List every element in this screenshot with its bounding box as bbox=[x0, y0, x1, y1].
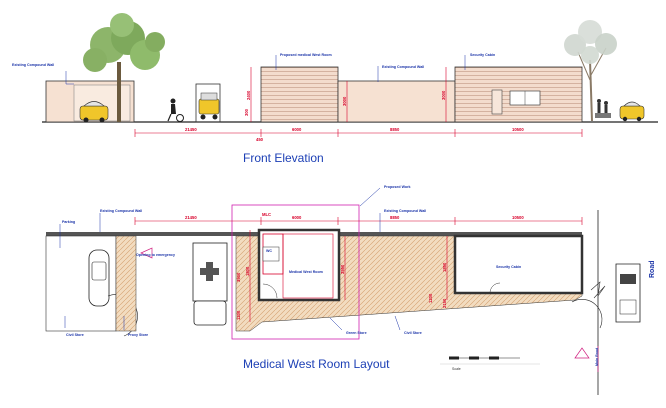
plan-label-civil-store: Civil Store bbox=[66, 333, 84, 337]
paving-left-strip bbox=[115, 235, 137, 332]
person-wheelchair bbox=[167, 98, 184, 122]
elev-dim-450: 450 bbox=[256, 137, 264, 142]
elev-label-existing-wall-left: Existing Compound Wall bbox=[12, 63, 54, 67]
plan-dim-v6: 1850 bbox=[442, 262, 447, 272]
mid-compound-wall bbox=[337, 80, 456, 123]
security-cabin-door bbox=[491, 89, 503, 115]
tree-left bbox=[83, 13, 165, 122]
front-elevation: 21450 6000 8850 10500 450 2400 3000 3000… bbox=[12, 13, 658, 165]
elevation-leaders bbox=[65, 55, 466, 85]
plan-label-road: Road bbox=[649, 261, 656, 279]
parked-car bbox=[88, 249, 110, 307]
plan-dim-v3: 1200 bbox=[236, 310, 241, 320]
medical-room-interior bbox=[282, 233, 334, 299]
plan-dim-6000: 6000 bbox=[292, 215, 302, 220]
plan-dim-v7: 1200 bbox=[428, 293, 433, 303]
plan-label-parking: Parking bbox=[62, 220, 75, 224]
wc-room bbox=[262, 246, 280, 262]
ambulance bbox=[192, 242, 228, 326]
scale-bar-label: Scale bbox=[452, 367, 461, 371]
elev-dim-h3: 3000 bbox=[441, 90, 446, 100]
security-cabin-plan bbox=[453, 234, 584, 295]
plan-label-existing-wall: Existing Compound Wall bbox=[100, 209, 142, 213]
plan-label-civil-store-2: Civil Store bbox=[404, 331, 422, 335]
plan-dim-10500: 10500 bbox=[512, 215, 524, 220]
plan-label-wc: WC bbox=[266, 249, 272, 253]
elev-label-existing-wall-mid: Existing Compound Wall bbox=[382, 65, 424, 69]
plan-dim-v4: 3550 bbox=[340, 264, 345, 274]
security-cabin-door-swing bbox=[489, 282, 501, 294]
plan-label-security-cabin: Security Cabin bbox=[496, 265, 521, 269]
main-gate-arrow bbox=[574, 347, 590, 359]
plan-dim-21450: 21450 bbox=[185, 215, 197, 220]
guard-arc bbox=[571, 299, 603, 329]
plan-layout: 21450 6000 8850 10500 3500 1800 1200 355… bbox=[45, 185, 656, 395]
plan-label-proxy-store: Proxy Store bbox=[128, 333, 148, 337]
plan-dim-v5: 2150 bbox=[442, 298, 447, 308]
proposed-medical-room-elevation bbox=[260, 66, 339, 123]
plan-leaders bbox=[59, 187, 401, 331]
plan-label-opening: Opening to emergency bbox=[136, 253, 175, 257]
plan-layout-title: Medical West Room Layout bbox=[243, 357, 390, 371]
plan-dim-v2: 1800 bbox=[245, 266, 250, 276]
car-right bbox=[619, 101, 645, 122]
elev-dim-h4: 300 bbox=[244, 108, 249, 116]
elev-dim-10500: 10500 bbox=[512, 127, 524, 132]
scale-bar: Scale bbox=[440, 356, 540, 371]
security-cabin-elevation bbox=[454, 66, 583, 123]
elev-dim-h1: 2400 bbox=[246, 90, 251, 100]
elev-dim-8850: 8850 bbox=[390, 127, 400, 132]
elev-label-security-cabin: Security Cabin bbox=[470, 53, 495, 57]
front-elevation-title: Front Elevation bbox=[243, 151, 324, 165]
proposed-work-boundary bbox=[231, 204, 360, 340]
plan-label-mlc: MLC bbox=[262, 212, 271, 217]
gate-with-car bbox=[195, 83, 221, 123]
tree-right bbox=[564, 20, 617, 122]
elev-dim-6000: 6000 bbox=[292, 127, 302, 132]
plan-label-main-road: Main Road bbox=[595, 348, 599, 366]
plan-dim-8850: 8850 bbox=[390, 215, 400, 220]
plan-dimensions bbox=[134, 217, 583, 322]
elevation-dimensions bbox=[134, 67, 583, 137]
medical-room-door-swing bbox=[262, 283, 278, 299]
opening-arrow bbox=[140, 247, 153, 259]
plant-symbol bbox=[590, 281, 606, 299]
plan-label-green-store: Green Store bbox=[346, 331, 367, 335]
car-left bbox=[79, 101, 109, 123]
plan-label-proposed-work: Proposed Work bbox=[384, 185, 411, 189]
elev-dim-h2: 3000 bbox=[342, 96, 347, 106]
elev-label-proposed-room: Proposed medical West Room bbox=[280, 53, 332, 57]
plan-label-medical-room: Medical West Room bbox=[289, 270, 323, 274]
people-right bbox=[595, 99, 611, 118]
elev-dim-21450: 21450 bbox=[185, 127, 197, 132]
plan-dim-v1: 3500 bbox=[236, 272, 241, 282]
plan-label-existing-wall-right: Existing Compound Wall bbox=[384, 209, 426, 213]
